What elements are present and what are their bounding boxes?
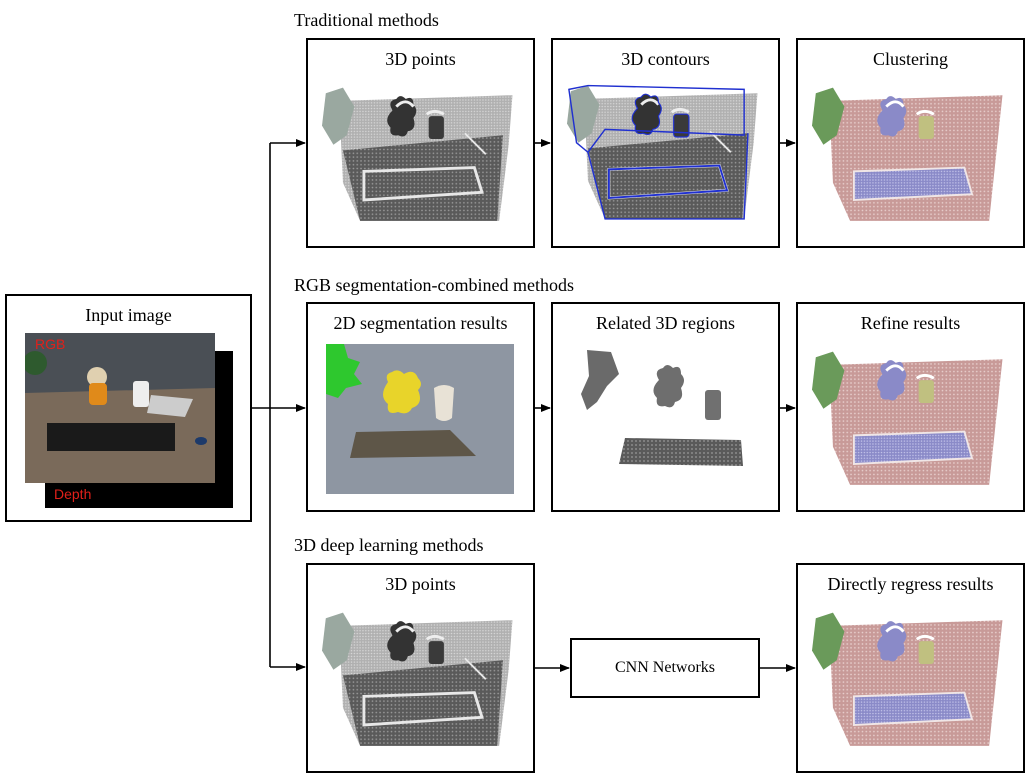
box-title: Input image	[85, 305, 172, 325]
box-title: Directly regress results	[827, 574, 994, 594]
box-refine-results: Refine results	[796, 302, 1025, 512]
box-3d-points-deep: 3D points	[306, 563, 535, 773]
contour-image	[567, 84, 759, 221]
section-title-traditional: Traditional methods	[294, 10, 439, 30]
refine-results-image	[812, 351, 1003, 485]
segmentation-image	[326, 344, 514, 494]
depth-label: Depth	[54, 486, 92, 502]
box-3d-contours: 3D contours	[551, 38, 780, 248]
regress-results-image	[812, 612, 1003, 746]
clustering-image	[812, 87, 1003, 221]
box-related-3d-regions: Related 3D regions	[551, 302, 780, 512]
box-title: Clustering	[873, 49, 948, 69]
cnn-networks-box: CNN Networks	[570, 638, 760, 698]
box-2d-segmentation: 2D segmentation results	[306, 302, 535, 512]
section-title-rgb-combined: RGB segmentation-combined methods	[294, 275, 574, 295]
box-title: 2D segmentation results	[333, 313, 508, 333]
box-title: 3D points	[385, 574, 456, 594]
box-title: Refine results	[860, 313, 961, 333]
box-input-image: Input image Depth RGB	[5, 294, 252, 522]
section-title-deep-learning: 3D deep learning methods	[294, 535, 484, 555]
cnn-networks-label: CNN Networks	[615, 659, 715, 676]
box-clustering: Clustering	[796, 38, 1025, 248]
related-regions-image	[581, 350, 743, 466]
rgb-image	[25, 333, 215, 483]
box-3d-points-traditional: 3D points	[306, 38, 535, 248]
box-title: 3D contours	[621, 49, 710, 69]
box-title: Related 3D regions	[596, 313, 735, 333]
rgb-label: RGB	[35, 336, 66, 352]
box-title: 3D points	[385, 49, 456, 69]
box-directly-regress-results: Directly regress results	[796, 563, 1025, 773]
